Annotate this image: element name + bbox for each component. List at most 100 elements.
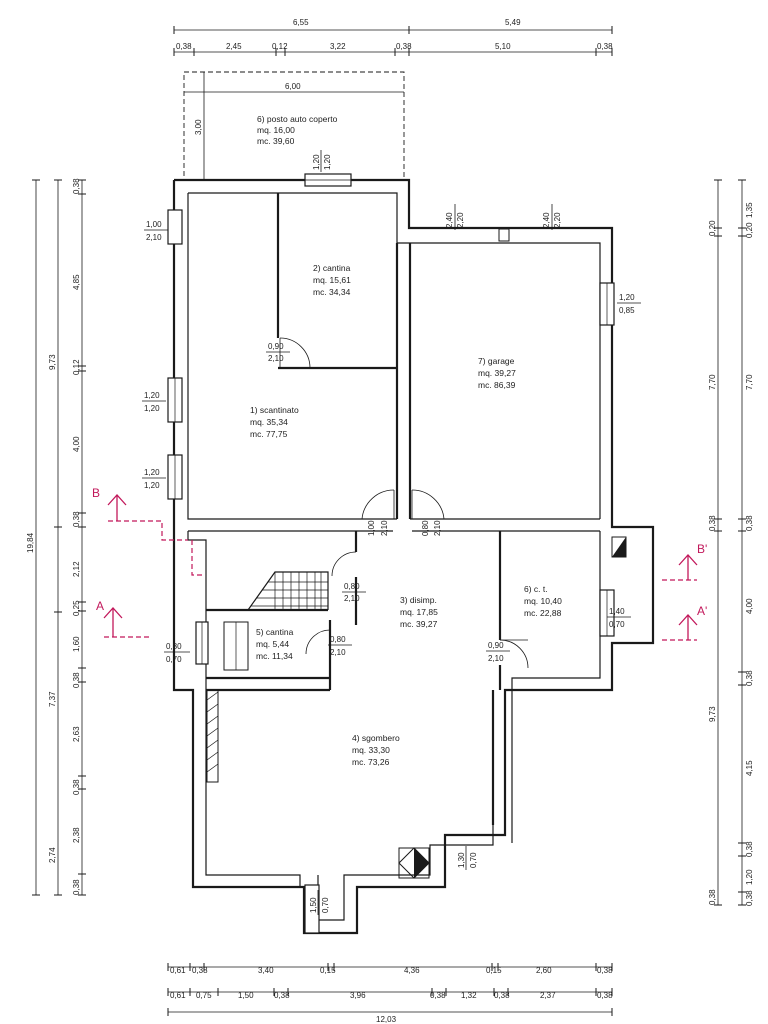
dim-left-inner: 2,12 <box>72 561 81 577</box>
dim-left-inner: 0,38 <box>72 178 81 194</box>
opening-height: 2,10 <box>330 648 346 657</box>
dim-bottom-row2: 0,38 <box>430 991 446 1000</box>
opening-width: 1,30 <box>457 852 466 868</box>
opening-height: 2,20 <box>456 212 465 228</box>
opening-height: 0,85 <box>619 306 635 315</box>
dim-right-a: 0,38 <box>745 670 754 686</box>
dim-right-a: 0,20 <box>708 220 717 236</box>
opening-height: 0,70 <box>321 897 330 913</box>
dim-bottom-row2: 0,38 <box>494 991 510 1000</box>
room-name-cantina-5: 5) cantina <box>256 627 294 637</box>
room-mq-scantinato: mq. 35,34 <box>250 417 288 427</box>
door-swings <box>279 337 529 669</box>
dim-bottom-row2: 2,37 <box>540 991 556 1000</box>
opening-height: 2,10 <box>433 520 442 536</box>
opening-height: 1,20 <box>144 481 160 490</box>
dim-right-a: 7,70 <box>745 374 754 390</box>
dim-left-mid-bottom: 7,37 <box>48 691 57 707</box>
opening-width: 0,90 <box>488 641 504 650</box>
shafts <box>223 228 627 879</box>
opening-width: 0,80 <box>344 582 360 591</box>
carport-depth: 3,00 <box>194 119 203 135</box>
opening-width: 2,40 <box>445 212 454 228</box>
dim-right-outer-bottom: 9,73 <box>708 706 717 722</box>
section-markers: B A B' A' <box>92 486 707 641</box>
room-mc-scantinato: mc. 77,75 <box>250 429 288 439</box>
room-mc-sgombero: mc. 73,26 <box>352 757 390 767</box>
dim-bottom-row2: 1,32 <box>461 991 477 1000</box>
dim-left-inner: 2,63 <box>72 726 81 742</box>
dim-top-total-left: 6,55 <box>293 18 309 27</box>
opening-dimensions: 1,00 2,10 1,20 1,20 0,90 2,10 1,20 1,20 … <box>142 150 641 915</box>
dim-top-part: 0,12 <box>272 42 288 51</box>
carport-width: 6,00 <box>285 82 301 91</box>
hatched-wall <box>206 689 219 783</box>
dim-right-outer-top: 7,70 <box>708 374 717 390</box>
dim-left-inner: 0,38 <box>72 879 81 895</box>
dim-left-inner: 0,25 <box>72 600 81 616</box>
room-labels: 2) cantina mq. 15,61 mc. 34,34 1) scanti… <box>250 263 562 767</box>
dim-right-a: 0,38 <box>745 841 754 857</box>
room-name-cantina-2: 2) cantina <box>313 263 351 273</box>
dim-left-inner: 4,85 <box>72 274 81 290</box>
room-mq-disimp: mq. 17,85 <box>400 607 438 617</box>
room-mc-cantina-2: mc. 34,34 <box>313 287 351 297</box>
dim-bottom-row2: 0,38 <box>597 991 613 1000</box>
dim-top-part: 5,10 <box>495 42 511 51</box>
room-name-posto-auto: 6) posto auto coperto <box>257 114 338 124</box>
opening-height: 0,70 <box>469 852 478 868</box>
opening-width: 1,00 <box>146 220 162 229</box>
dim-left-inner: 1,60 <box>72 636 81 652</box>
dim-left-inner: 0,38 <box>72 779 81 795</box>
opening-height: 2,10 <box>488 654 504 663</box>
room-mc-cantina-5: mc. 11,34 <box>256 651 293 661</box>
section-label-b: B <box>92 486 100 500</box>
opening-width: 2,40 <box>542 212 551 228</box>
room-mc-garage: mc. 86,39 <box>478 380 516 390</box>
dim-left-inner: 2,38 <box>72 827 81 843</box>
dim-top-part: 3,22 <box>330 42 346 51</box>
dim-right-a: 0,20 <box>745 222 754 238</box>
dim-bottom-row1: 0,15 <box>320 966 336 975</box>
room-mq-sgombero: mq. 33,30 <box>352 745 390 755</box>
dim-left-inner: 0,12 <box>72 359 81 375</box>
opening-height: 2,10 <box>380 520 389 536</box>
dim-left-inner: 0,38 <box>72 672 81 688</box>
opening-height: 0,70 <box>166 655 182 664</box>
dim-bottom-row1: 0,38 <box>192 966 208 975</box>
opening-height: 2,20 <box>553 212 562 228</box>
dim-bottom-row2: 0,38 <box>274 991 290 1000</box>
room-mc-ct: mc. 22,88 <box>524 608 562 618</box>
room-mq-cantina-2: mq. 15,61 <box>313 275 351 285</box>
walls <box>172 178 655 935</box>
room-mc-posto-auto: mc. 39,60 <box>257 136 295 146</box>
opening-width: 1,20 <box>619 293 635 302</box>
dim-bottom-row2: 1,50 <box>238 991 254 1000</box>
opening-height: 2,10 <box>146 233 162 242</box>
room-mc-disimp: mc. 39,27 <box>400 619 438 629</box>
dim-bottom-row2: 0,61 <box>170 991 186 1000</box>
room-mq-ct: mq. 10,40 <box>524 596 562 606</box>
dim-top-total-right: 5,49 <box>505 18 521 27</box>
dim-bottom-row1: 4,36 <box>404 966 420 975</box>
opening-height: 0,70 <box>609 620 625 629</box>
room-name-disimp: 3) disimp. <box>400 595 437 605</box>
dim-right-a: 1,20 <box>745 869 754 885</box>
room-name-scantinato: 1) scantinato <box>250 405 299 415</box>
dim-right-a: 0,38 <box>745 515 754 531</box>
left-dimensions: 19,84 9,73 7,37 2,74 0,38 4,85 0,12 4,00… <box>26 178 86 896</box>
room-mq-cantina-5: mq. 5,44 <box>256 639 289 649</box>
opening-height: 1,20 <box>144 404 160 413</box>
opening-width: 1,20 <box>312 154 321 170</box>
dim-right-a: 1,35 <box>745 202 754 218</box>
windows <box>167 173 615 934</box>
room-name-ct: 6) c. t. <box>524 584 548 594</box>
opening-width: 0,80 <box>166 642 182 651</box>
dim-top-part: 0,38 <box>176 42 192 51</box>
room-mq-posto-auto: mq. 16,00 <box>257 125 295 135</box>
room-mq-garage: mq. 39,27 <box>478 368 516 378</box>
dim-left-mid-top: 9,73 <box>48 354 57 370</box>
carport-area: 6,00 3,00 6) posto auto coperto mq. 16,0… <box>183 71 405 181</box>
dim-right-a: 0,38 <box>745 890 754 906</box>
